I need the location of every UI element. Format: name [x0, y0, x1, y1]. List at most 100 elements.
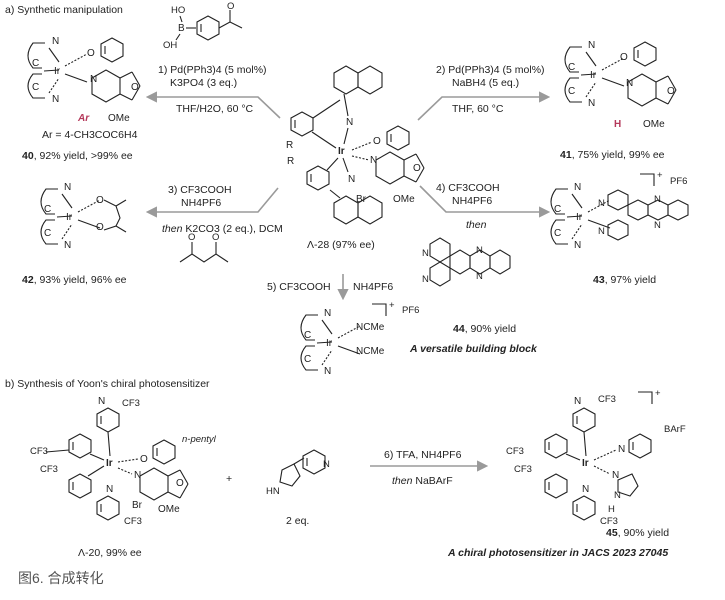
compound-28-structure: N R Ir R N O N O Br OMe Λ-28 (97% ee) — [286, 65, 425, 251]
reagent-equivalents: 2 eq. — [286, 515, 309, 527]
product-42-result: 42, 93% yield, 96% ee — [22, 274, 127, 286]
plus-sign: + — [226, 473, 232, 485]
atom-c: C — [568, 62, 575, 73]
reaction6-anion-exchange: then NaBArF — [392, 475, 453, 487]
atom-n: N — [324, 308, 331, 319]
product-45-result: 45, 90% yield — [606, 527, 669, 539]
bromo-label: Br — [356, 194, 367, 205]
atom-o: O — [620, 52, 628, 63]
product-42-structure: N C Ir C N O O 42, 93% yield, 96% ee — [22, 182, 127, 286]
atom-n: N — [324, 366, 331, 377]
product-44-structure: N C Ir C N NCMe NCMe + PF6 44, 90% yield… — [300, 300, 538, 377]
aryl-definition: Ar = 4-CH3COC6H4 — [42, 129, 138, 141]
atom-c: C — [32, 58, 39, 69]
atom-n: N — [598, 226, 605, 237]
methoxy-label: OMe — [643, 119, 665, 130]
oxygen-label: O — [188, 232, 195, 243]
atom-c: C — [304, 330, 311, 341]
bracket — [372, 303, 387, 316]
boron-label: B — [178, 23, 185, 34]
charge-label: + — [657, 170, 663, 181]
reaction4-arrow — [419, 185, 551, 218]
reaction2-catalyst: 2) Pd(PPh3)4 (5 mol%) — [436, 64, 545, 76]
atom-ir: Ir — [590, 70, 597, 81]
atom-o: O — [667, 86, 675, 97]
atom-n: N — [588, 98, 595, 109]
atom-n: N — [574, 396, 581, 407]
nh-hydrogen: H — [608, 504, 615, 515]
atom-n: N — [348, 174, 355, 185]
reaction1-catalyst: 1) Pd(PPh3)4 (5 mol%) — [158, 64, 267, 76]
product-45-structure: N CF3 CF3 Ir CF3 N CF3 N N N H + BArF 45… — [447, 388, 686, 559]
compound-20-label: Λ-20, 99% ee — [78, 547, 142, 559]
oxygen-label: O — [227, 1, 234, 12]
atom-c: C — [304, 354, 311, 365]
product-43-result: 43, 97% yield — [593, 274, 656, 286]
acetonitrile-ligand: NCMe — [356, 322, 385, 333]
anion-label: PF6 — [402, 305, 419, 316]
reaction4-acid: 4) CF3COOH — [436, 182, 500, 194]
atom-n: N — [618, 444, 625, 455]
r-substituent: R — [286, 140, 293, 151]
methoxy-label: OMe — [108, 113, 130, 124]
reaction3-arrow — [145, 187, 279, 218]
atom-n: N — [134, 470, 141, 481]
methoxy-label: OMe — [158, 504, 180, 515]
charge-label: + — [389, 300, 395, 311]
cf3-label: CF3 — [506, 446, 524, 457]
anion-label: PF6 — [670, 176, 687, 187]
oxygen-label: O — [212, 232, 219, 243]
atom-n: N — [323, 459, 330, 470]
atom-n: N — [612, 470, 619, 481]
bracket — [638, 391, 653, 404]
reaction3-base: then K2CO3 (2 eq.), DCM — [162, 223, 283, 235]
aryl-label: Ar — [77, 113, 90, 124]
atom-o: O — [413, 163, 421, 174]
hydrogen-label: H — [614, 119, 621, 130]
product-43-structure: N C Ir C N N N N N + PF6 43, 97% yield — [550, 170, 689, 286]
reaction2-arrow — [417, 91, 551, 121]
atom-o: O — [96, 222, 104, 233]
atom-n: N — [370, 155, 377, 166]
boronic-acid-reagent: HO B OH O — [163, 1, 243, 51]
reaction2-solvent: THF, 60 °C — [452, 103, 504, 115]
atom-n: N — [614, 490, 621, 501]
atom-c: C — [32, 82, 39, 93]
pentyl-label: n-pentyl — [182, 434, 217, 445]
atom-n: N — [52, 36, 59, 47]
product-41-result: 41, 75% yield, 99% ee — [560, 149, 665, 161]
atom-n: N — [98, 396, 105, 407]
atom-o: O — [140, 454, 148, 465]
atom-n: N — [346, 117, 353, 128]
reaction4-salt: NH4PF6 — [452, 195, 492, 207]
atom-n: N — [626, 78, 633, 89]
iridium-center: Ir — [582, 458, 589, 469]
product-44-tagline: A versatile building block — [409, 343, 538, 355]
methoxy-label: OMe — [393, 194, 415, 205]
atom-n: N — [654, 220, 661, 231]
product-45-tagline: A chiral photosensitizer in JACS 2023 27… — [447, 547, 668, 559]
cf3-label: CF3 — [30, 446, 48, 457]
atom-ir: Ir — [54, 66, 61, 77]
iridium-center: Ir — [106, 458, 113, 469]
atom-n: N — [598, 198, 605, 209]
atom-c: C — [44, 228, 51, 239]
atom-ir: Ir — [576, 212, 583, 223]
atom-o: O — [373, 136, 381, 147]
reaction6-acid: 6) TFA, NH4PF6 — [384, 449, 462, 461]
atom-c: C — [568, 86, 575, 97]
atom-n: N — [422, 248, 429, 259]
reaction1-solvent: THF/H2O, 60 °C — [176, 103, 254, 115]
section-a-heading: a) Synthetic manipulation — [5, 4, 123, 16]
bracket — [640, 173, 655, 186]
compound-20-structure: N CF3 CF3 Ir CF3 N CF3 O n-pentyl N O Br… — [30, 396, 217, 559]
reaction5-salt: NH4PF6 — [353, 281, 393, 293]
cf3-label: CF3 — [122, 398, 140, 409]
hydroxyl-label: OH — [163, 40, 177, 51]
atom-o: O — [96, 195, 104, 206]
atom-n: N — [52, 94, 59, 105]
atom-n: N — [106, 484, 113, 495]
pyrazolylpyridine-reagent: HN N 2 eq. — [266, 449, 330, 527]
reaction3-acid: 3) CF3COOH — [168, 184, 232, 196]
